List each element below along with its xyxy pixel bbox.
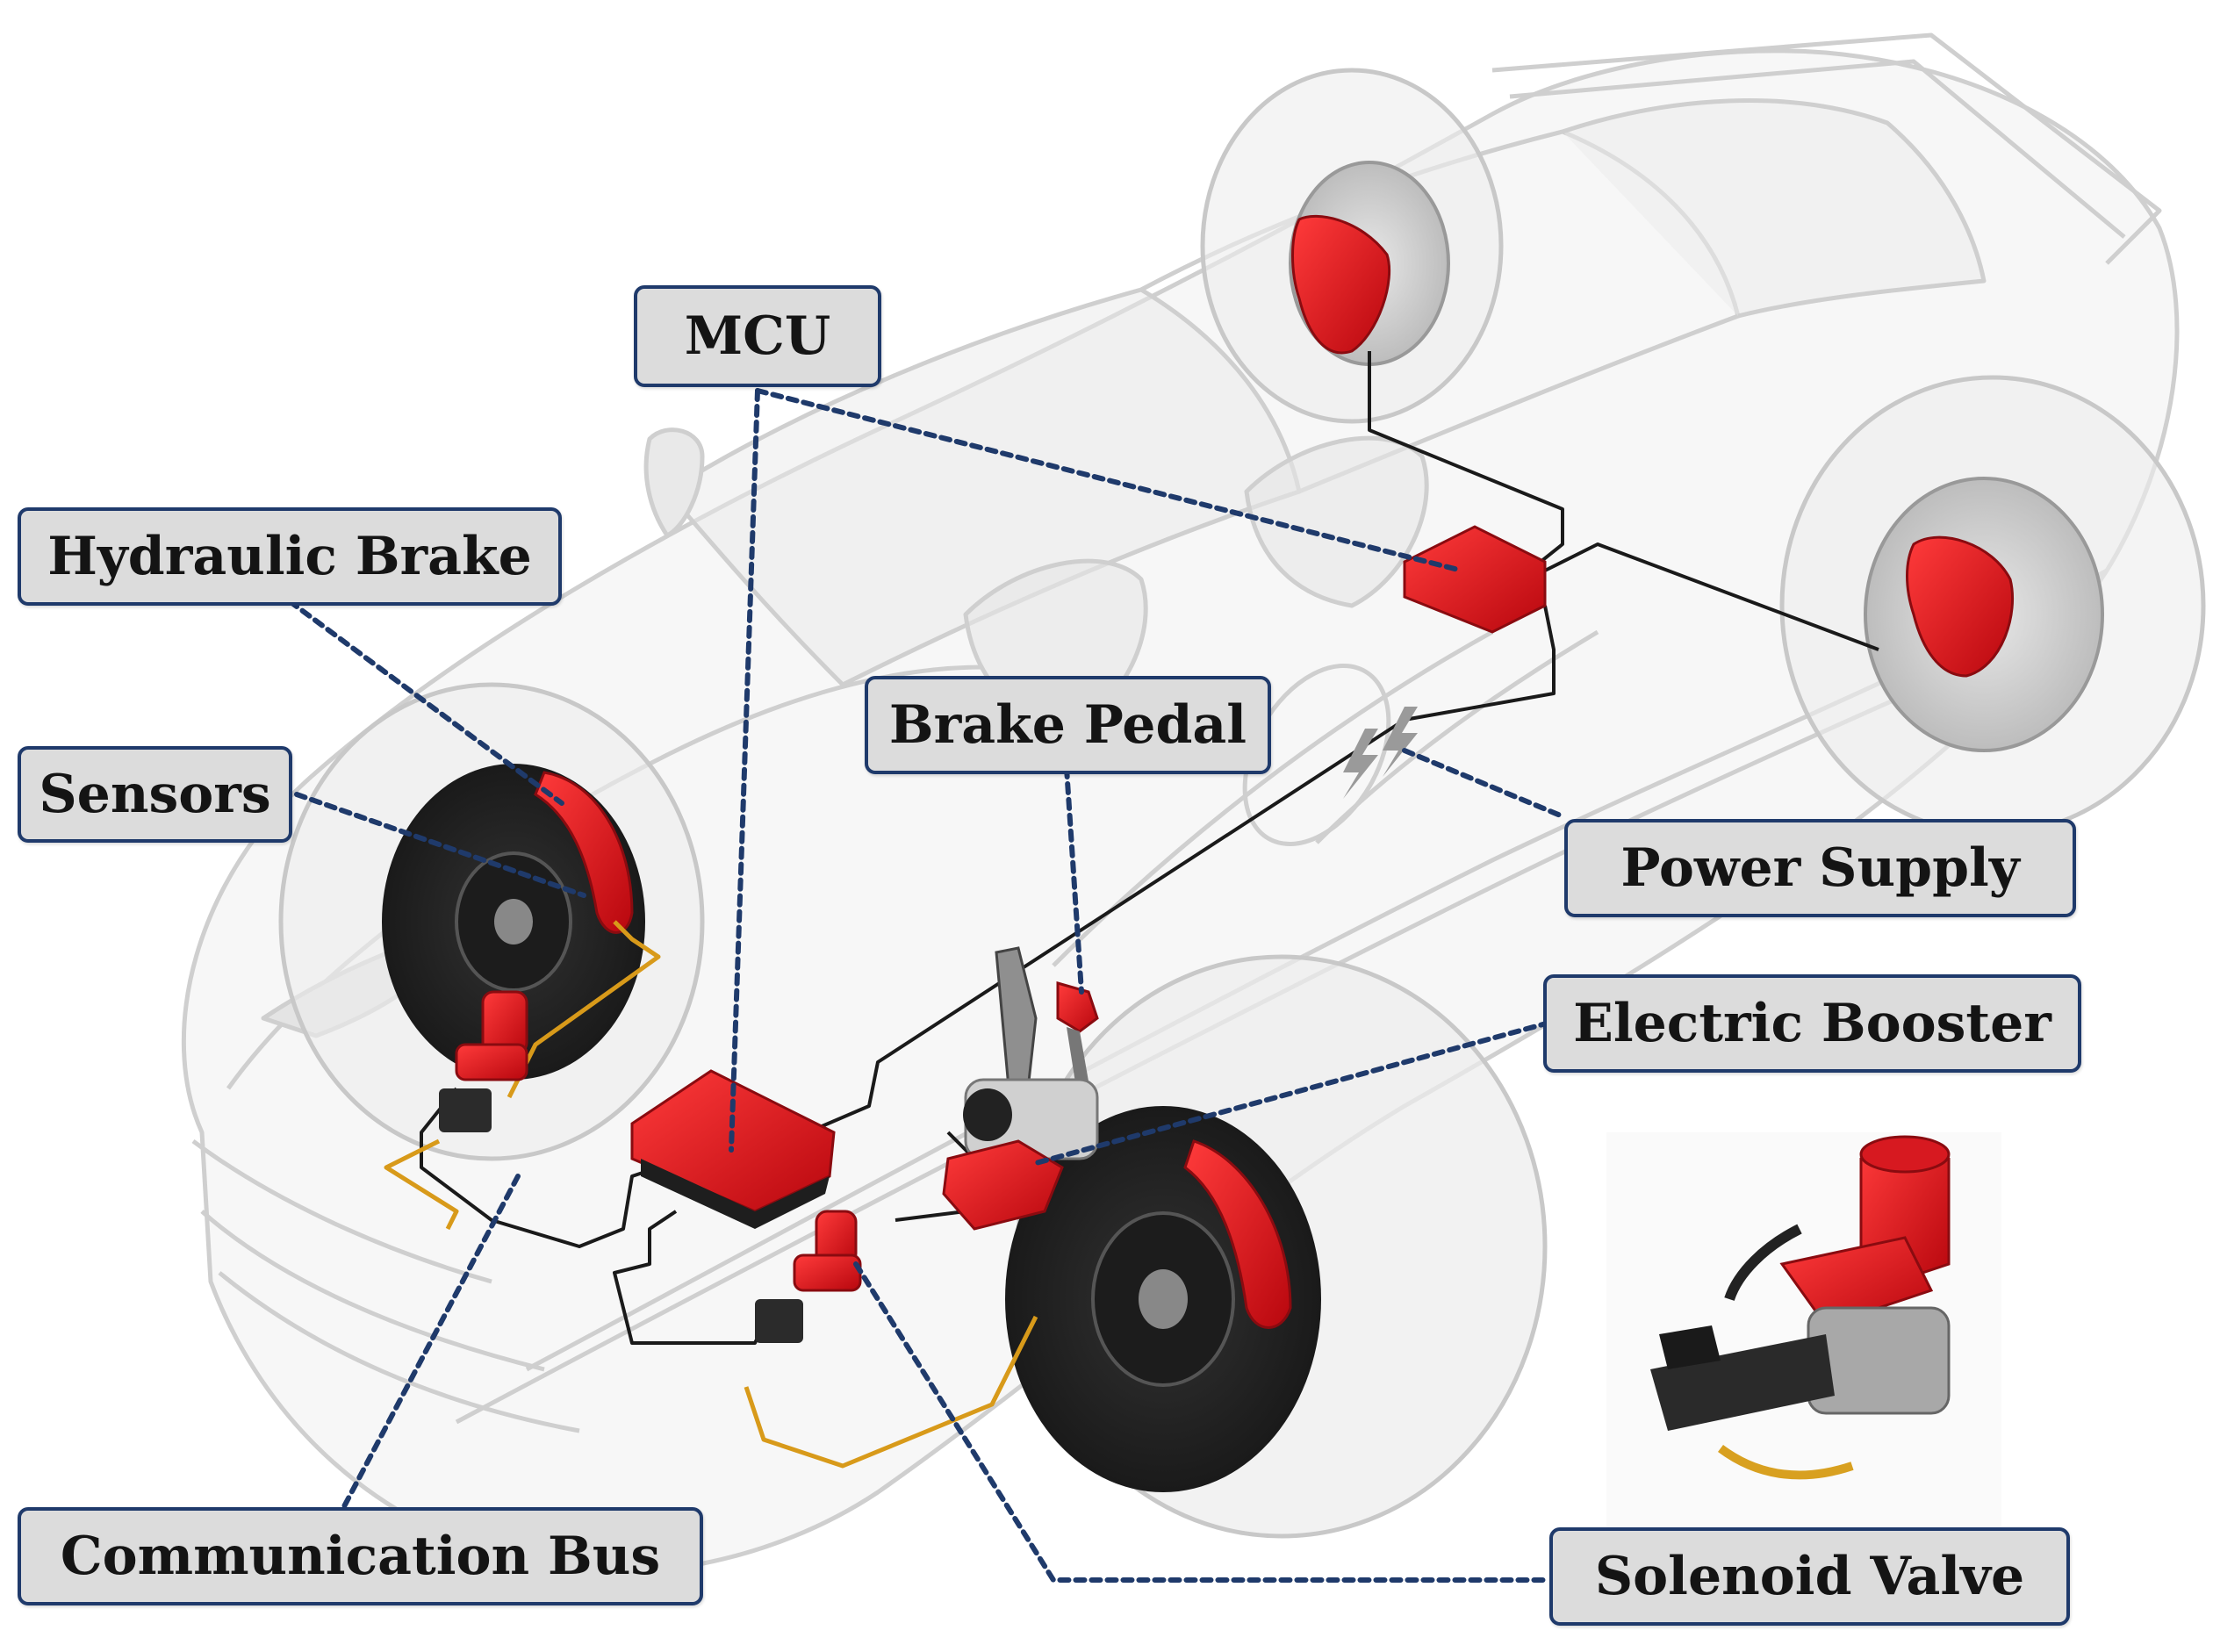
leader-brake-pedal: [1064, 765, 1084, 995]
front-left-disc: [382, 764, 645, 1080]
leader-power-supply: [1402, 748, 1565, 819]
lightning-icon: [1343, 707, 1418, 799]
label-electric-booster: Electric Booster: [1543, 974, 2081, 1073]
solenoid-valve-front-right: [755, 1210, 862, 1343]
solenoid-valve-front-left: [439, 990, 528, 1132]
leader-solenoid-valve: [853, 1261, 1552, 1583]
calipers: [534, 214, 2015, 1329]
brake-pedal-assembly: [963, 946, 1099, 1160]
leader-lines: [287, 388, 1565, 1583]
leader-communication-bus: [340, 1174, 521, 1512]
leader-electric-booster: [1033, 1020, 1552, 1166]
label-hydraulic-brake: Hydraulic Brake: [18, 507, 562, 606]
label-solenoid-valve: Solenoid Valve: [1549, 1527, 2070, 1626]
leader-mcu-front: [729, 388, 760, 1153]
label-mcu: MCU: [634, 285, 881, 387]
label-sensors: Sensors: [18, 746, 292, 843]
solenoid-valve-inset: [1606, 1132, 2001, 1545]
label-power-supply: Power Supply: [1564, 819, 2076, 917]
leader-mcu-rear: [755, 388, 1464, 573]
electric-booster: [942, 1139, 1064, 1231]
leader-sensors: [294, 792, 586, 898]
label-brake-pedal: Brake Pedal: [865, 676, 1271, 774]
mcu-box-rear: [1403, 525, 1547, 634]
label-communication-bus: Communication Bus: [18, 1507, 703, 1605]
leader-hydraulic-brake: [287, 599, 564, 806]
